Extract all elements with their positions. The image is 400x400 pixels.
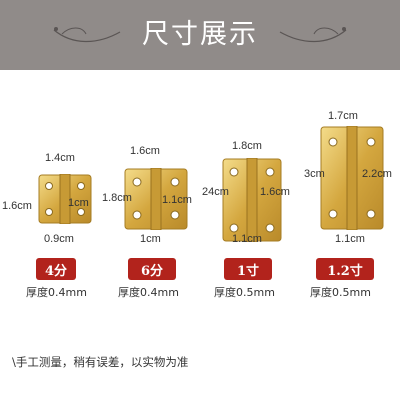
size-display-area: 1.4cm 1.6cm 1cm 0.9cm 1.6cm 1.8cm 1.1cm … — [0, 70, 400, 400]
left-flourish-ornament — [53, 27, 121, 43]
title-banner: 尺寸展示 — [0, 0, 400, 70]
hinge-1point2cun-height: 3cm — [304, 168, 325, 180]
hinge-1point2cun-bottom-width: 1.1cm — [335, 233, 365, 245]
hinge-4fen-top-width: 1.4cm — [45, 152, 75, 164]
hinge-6fen-height: 1.8cm — [102, 192, 132, 204]
hinge-4fen-bottom-width: 0.9cm — [44, 233, 74, 245]
hinge-1cun-top-width: 1.8cm — [232, 140, 262, 152]
hinge-1cun-image — [222, 158, 282, 242]
hinge-1point2cun-top-width: 1.7cm — [328, 110, 358, 122]
size-badge-6fen: 6分 — [128, 258, 176, 280]
hinge-6fen-image — [124, 168, 188, 230]
hinge-6fen-top-width: 1.6cm — [130, 145, 160, 157]
right-flourish-ornament — [279, 27, 347, 43]
hinge-1cun-height: 24cm — [202, 186, 229, 198]
hinge-4fen-image — [38, 174, 92, 224]
size-badge-4fen: 4分 — [36, 258, 76, 280]
size-badge-1point2cun: 1.2寸 — [316, 258, 374, 280]
hinge-6fen-inner-height: 1.1cm — [162, 194, 192, 206]
page-title: 尺寸展示 — [142, 19, 258, 50]
thickness-6fen: 厚度0.4mm — [118, 286, 179, 299]
hinge-1point2cun-image — [320, 126, 384, 230]
thickness-1cun: 厚度0.5mm — [214, 286, 275, 299]
size-badge-1cun: 1寸 — [224, 258, 272, 280]
thickness-4fen: 厚度0.4mm — [26, 286, 87, 299]
hinge-4fen-inner-height: 1cm — [68, 197, 89, 209]
thickness-1point2cun: 厚度0.5mm — [310, 286, 371, 299]
hinge-1point2cun-inner-height: 2.2cm — [362, 168, 392, 180]
hinge-1cun-inner-height: 1.6cm — [260, 186, 290, 198]
hinge-6fen-bottom-width: 1cm — [140, 233, 161, 245]
hinge-4fen-height: 1.6cm — [2, 200, 32, 212]
measurement-note: \手工测量，稍有误差，以实物为准 — [12, 355, 189, 369]
hinge-1cun-bottom-width: 1.1cm — [232, 233, 262, 245]
